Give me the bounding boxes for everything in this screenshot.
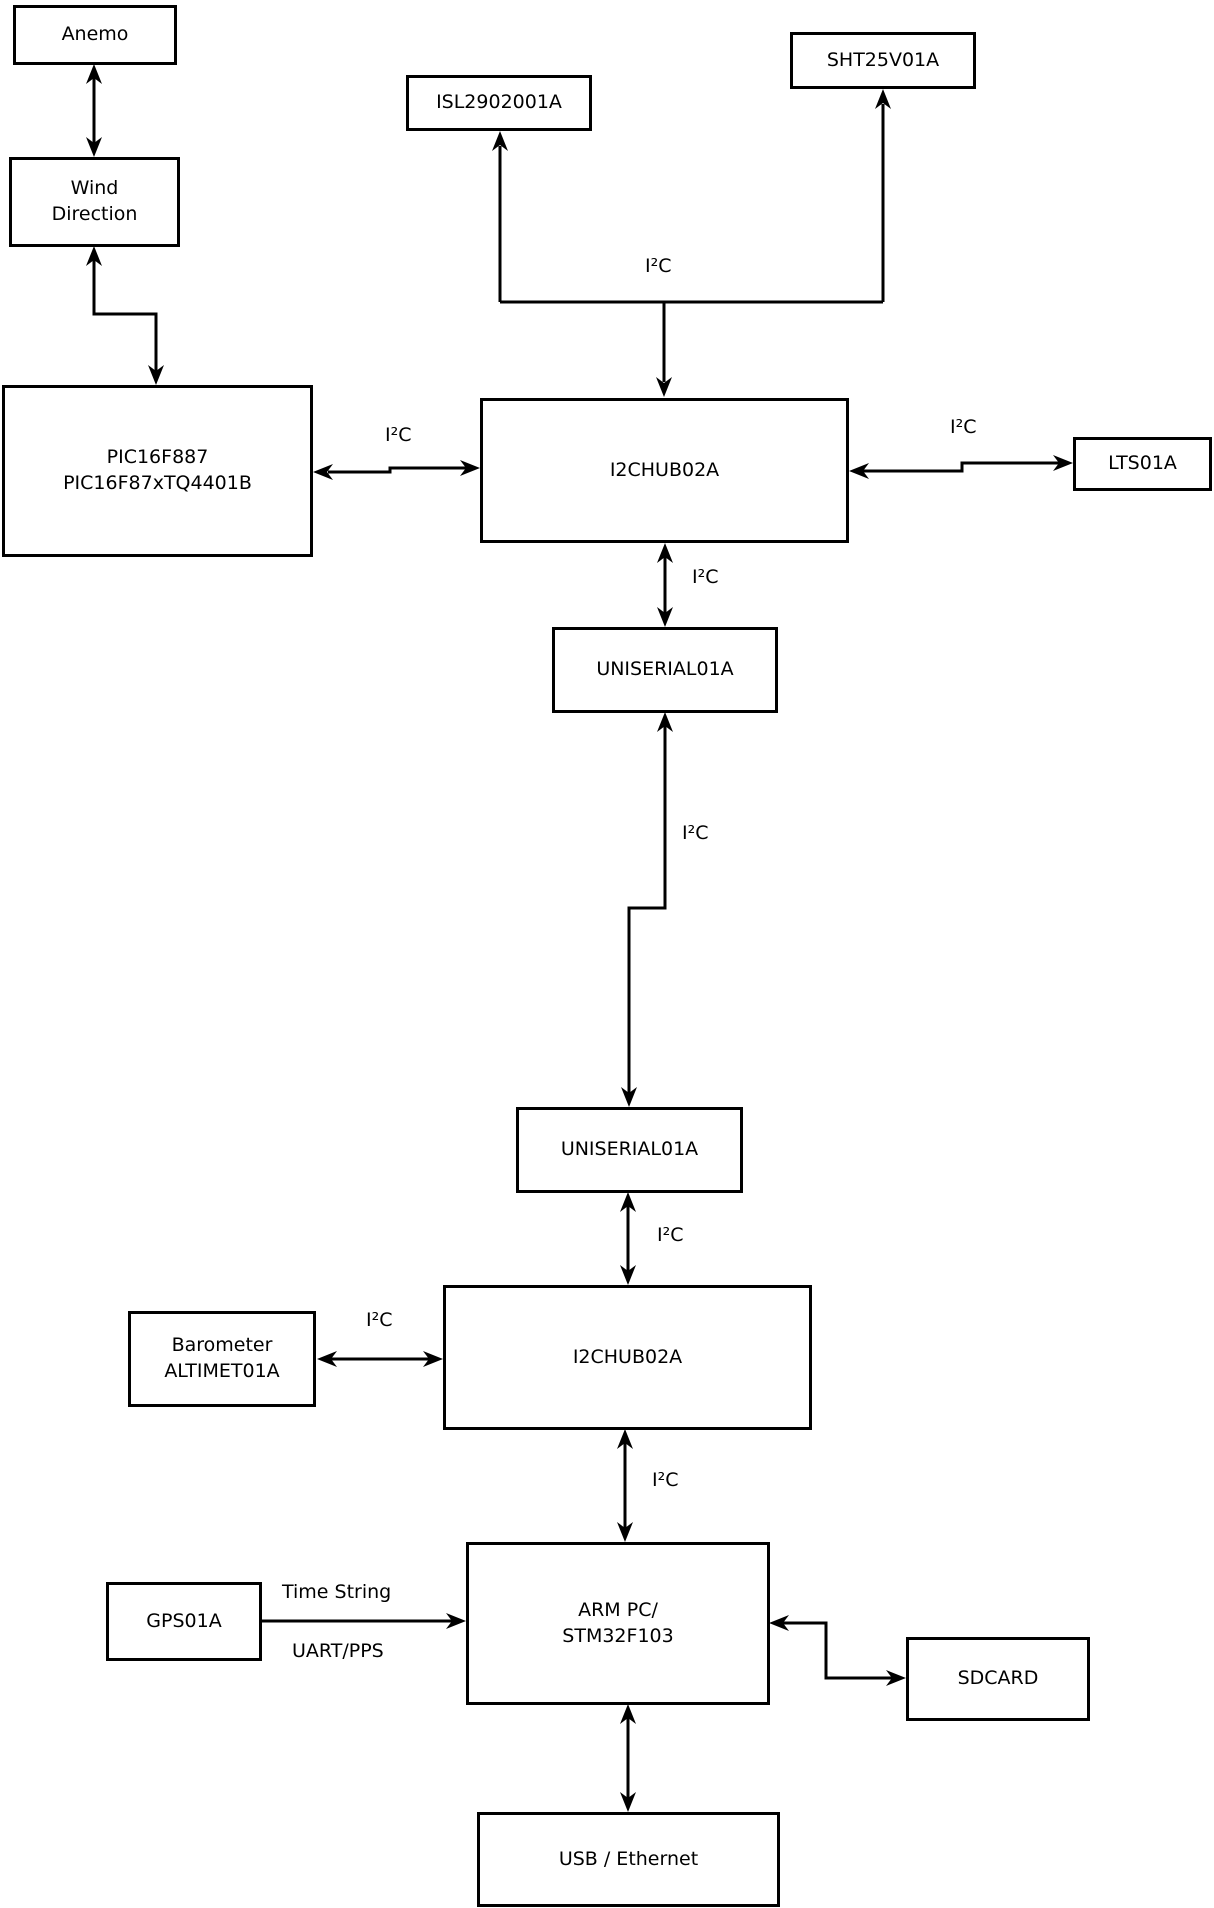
i2chub02a-bottom-box: I2CHUB02A bbox=[443, 1285, 812, 1430]
edge-i2c-bus-top bbox=[492, 89, 891, 397]
edge-wind-pic bbox=[86, 246, 164, 385]
uniserial01a-top-box: UNISERIAL01A bbox=[552, 627, 778, 713]
uniserial01a-bottom-box: UNISERIAL01A bbox=[516, 1107, 743, 1193]
sht25v01a-box: SHT25V01A bbox=[790, 32, 976, 89]
arm-pc-box: ARM PC/ STM32F103 bbox=[466, 1542, 770, 1705]
i2c-hub-uniserial-label: I²C bbox=[692, 566, 719, 588]
lts01a-label: LTS01A bbox=[1108, 452, 1177, 475]
gps01a-box: GPS01A bbox=[106, 1582, 262, 1661]
anemo-label: Anemo bbox=[61, 23, 129, 46]
uniserial01a-top-label: UNISERIAL01A bbox=[596, 658, 734, 681]
edge-hub-arm bbox=[617, 1429, 633, 1542]
edge-uniserial-hub-bottom bbox=[620, 1192, 636, 1285]
i2c-hub-lts-label: I²C bbox=[950, 416, 977, 438]
arm-pc-label: ARM PC/ STM32F103 bbox=[562, 1598, 674, 1647]
i2c-hub-barometer-label: I²C bbox=[366, 1309, 393, 1331]
i2c-pic-hub-label: I²C bbox=[385, 424, 412, 446]
i2c-uniserial-uniserial-label: I²C bbox=[682, 822, 709, 844]
edge-arm-sdcard bbox=[769, 1615, 906, 1686]
sdcard-label: SDCARD bbox=[957, 1667, 1039, 1690]
edge-uniserial-uniserial bbox=[621, 712, 673, 1107]
sdcard-box: SDCARD bbox=[906, 1637, 1090, 1721]
wind-direction-label: Wind Direction bbox=[51, 177, 138, 225]
anemo-box: Anemo bbox=[13, 5, 177, 65]
edge-hub-uniserial-top bbox=[657, 543, 673, 627]
i2c-uniserial-hub-label: I²C bbox=[657, 1224, 684, 1246]
barometer-box: Barometer ALTIMET01A bbox=[128, 1311, 316, 1407]
i2chub02a-bottom-label: I2CHUB02A bbox=[572, 1345, 683, 1368]
isl2902001a-label: ISL2902001A bbox=[436, 91, 562, 114]
edge-anemo-wind bbox=[86, 64, 102, 157]
uart-pps-label: UART/PPS bbox=[292, 1640, 384, 1662]
i2c-bus-top-label: I²C bbox=[645, 255, 672, 277]
edge-hub-barometer bbox=[317, 1351, 443, 1367]
uniserial01a-bottom-label: UNISERIAL01A bbox=[560, 1138, 699, 1161]
barometer-label: Barometer ALTIMET01A bbox=[164, 1334, 280, 1382]
pic16f887-label: PIC16F887 PIC16F87xTQ4401B bbox=[63, 446, 252, 494]
i2chub02a-top-label: I2CHUB02A bbox=[609, 458, 720, 481]
usb-ethernet-label: USB / Ethernet bbox=[558, 1847, 699, 1870]
i2c-hub-arm-label: I²C bbox=[652, 1469, 679, 1491]
lts01a-box: LTS01A bbox=[1073, 437, 1212, 491]
edge-arm-usb bbox=[620, 1704, 636, 1812]
edge-pic-hub bbox=[313, 460, 480, 480]
sht25v01a-label: SHT25V01A bbox=[826, 48, 940, 71]
edge-hub-lts bbox=[849, 455, 1073, 479]
i2chub02a-top-box: I2CHUB02A bbox=[480, 398, 849, 543]
isl2902001a-box: ISL2902001A bbox=[406, 75, 592, 131]
time-string-label: Time String bbox=[282, 1581, 392, 1603]
edge-gps-arm bbox=[261, 1613, 466, 1629]
wind-direction-box: Wind Direction bbox=[9, 157, 180, 247]
pic16f887-box: PIC16F887 PIC16F87xTQ4401B bbox=[2, 385, 313, 557]
gps01a-label: GPS01A bbox=[146, 1609, 222, 1632]
usb-ethernet-box: USB / Ethernet bbox=[477, 1812, 780, 1907]
